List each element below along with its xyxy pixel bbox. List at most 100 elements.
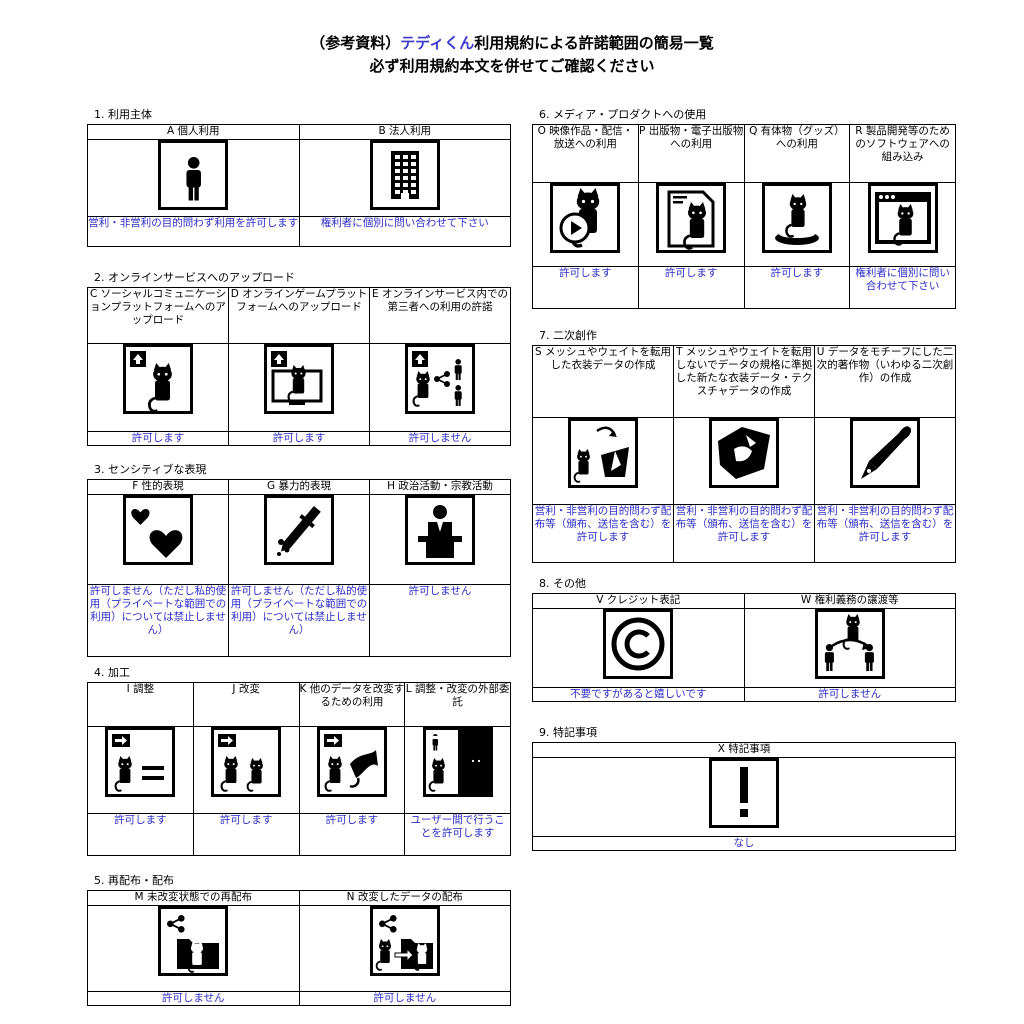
software-icon <box>867 183 938 253</box>
item-result: 許可します <box>637 266 745 309</box>
item-result: 不要ですがあると嬉しいです <box>532 687 745 702</box>
pen-icon <box>850 418 920 488</box>
section-label: 9. 特記事項 <box>539 726 597 739</box>
item-result: 許可しません <box>87 991 300 1006</box>
item-result: 許可しません <box>369 431 511 446</box>
item-heading: R 製品開発等のためのソフトウェアへの組み込み <box>849 124 956 183</box>
item-heading: W 権利義務の譲渡等 <box>743 593 956 609</box>
section-label: 5. 再配布・配布 <box>94 874 174 887</box>
item-icon-cell <box>369 343 511 432</box>
section-label: 2. オンラインサービスへのアップロード <box>94 271 295 284</box>
item-icon-cell <box>87 139 300 217</box>
item-heading: X 特記事項 <box>532 742 956 758</box>
item-heading: J 改変 <box>192 682 300 727</box>
section-2: 2. オンラインサービスへのアップロード C ソーシャルコミュニケーションプラット… <box>87 271 511 446</box>
section-label: 3. センシティブな表現 <box>94 463 207 476</box>
knife-icon <box>264 495 334 565</box>
item-result: 許可しません（ただし私的使用（プライベートな範囲での利用）については禁止しません… <box>87 584 229 657</box>
item-result: なし <box>532 836 956 851</box>
item-icon-cell <box>228 343 370 432</box>
item-result: 営利・非営利の目的問わず利用を許可します <box>87 216 300 247</box>
item-icon-cell <box>532 417 674 505</box>
item-result: 営利・非営利の目的問わず配布等（頒布、送信を含む）を許可します <box>673 504 815 563</box>
item-icon-cell <box>814 417 956 505</box>
item-result: 許可します <box>743 266 851 309</box>
distribute-modified-icon <box>369 906 440 976</box>
item-heading: K 他のデータを改変するための利用 <box>298 682 406 727</box>
item-icon-cell <box>532 182 639 267</box>
video-icon <box>550 183 621 253</box>
mascot-name: テディくん <box>400 34 475 52</box>
item-heading: H 政治活動・宗教活動 <box>369 479 511 495</box>
item-heading: O 映像作品・配信・放送への利用 <box>532 124 639 183</box>
item-heading: I 調整 <box>87 682 194 727</box>
item-icon-cell <box>298 726 406 814</box>
item-result: 営利・非営利の目的問わず配布等（頒布、送信を含む）を許可します <box>532 504 674 563</box>
item-heading: U データをモチーフにした二次的著作物（いわゆる二次創作）の作成 <box>814 345 956 418</box>
item-icon-cell <box>192 726 300 814</box>
upload-sns-icon <box>123 344 193 414</box>
license-table: X 特記事項なし <box>532 742 956 851</box>
item-heading: B 法人利用 <box>298 124 511 140</box>
item-icon-cell <box>298 905 511 992</box>
item-result: 許可します <box>532 266 639 309</box>
redistribute-icon <box>158 906 229 976</box>
outsource-icon <box>422 727 493 797</box>
item-result: 営利・非営利の目的問わず配布等（頒布、送信を含む）を許可します <box>814 504 956 563</box>
share-third-party-icon <box>405 344 475 414</box>
item-heading: L 調整・改変の外部委託 <box>404 682 511 727</box>
item-result: 許可します <box>87 813 194 856</box>
item-heading: T メッシュやウェイトを転用しないでデータの規格に準拠した新たな衣装データ・テク… <box>673 345 815 418</box>
item-icon-cell <box>743 182 851 267</box>
item-icon-cell <box>87 494 229 585</box>
item-icon-cell <box>369 494 511 585</box>
item-heading: E オンラインサービス内での第三者への利用の許諾 <box>369 287 511 344</box>
person-icon <box>158 140 229 210</box>
section-label: 6. メディア・プロダクトへの使用 <box>539 108 707 121</box>
item-heading: C ソーシャルコミュニケーションプラットフォームへのアップロード <box>87 287 229 344</box>
texture-icon <box>709 418 779 488</box>
item-icon-cell <box>87 343 229 432</box>
modify-icon <box>211 727 282 797</box>
item-result: 許可しません <box>369 584 511 657</box>
item-heading: G 暴力的表現 <box>228 479 370 495</box>
publication-icon <box>656 183 727 253</box>
item-result: ユーザー間で行うことを許可します <box>404 813 511 856</box>
item-result: 許可しません（ただし私的使用（プライベートな範囲での利用）については禁止しません… <box>228 584 370 657</box>
item-result: 権利者に個別に問い合わせて下さい <box>849 266 956 309</box>
item-icon-cell <box>532 608 745 688</box>
item-icon-cell <box>87 726 194 814</box>
item-heading: D オンラインゲームプラットフォームへのアップロード <box>228 287 370 344</box>
item-icon-cell <box>87 905 300 992</box>
item-result: 許可しません <box>743 687 956 702</box>
item-heading: V クレジット表記 <box>532 593 745 609</box>
item-heading: Q 有体物（グッズ）への利用 <box>743 124 851 183</box>
section-label: 7. 二次創作 <box>539 329 597 342</box>
item-result: 許可します <box>192 813 300 856</box>
item-icon-cell <box>228 494 370 585</box>
item-heading: P 出版物・電子出版物への利用 <box>637 124 745 183</box>
item-heading: A 個人利用 <box>87 124 300 140</box>
item-icon-cell <box>743 608 956 688</box>
goods-icon <box>761 183 832 253</box>
item-heading: F 性的表現 <box>87 479 229 495</box>
building-icon <box>369 140 440 210</box>
copyright-icon <box>603 609 674 679</box>
section-label: 4. 加工 <box>94 666 130 679</box>
item-result: 許可します <box>298 813 406 856</box>
item-icon-cell <box>404 726 511 814</box>
item-icon-cell <box>637 182 745 267</box>
page-subtitle: 必ず利用規約本文を併せてご確認ください <box>369 57 655 75</box>
